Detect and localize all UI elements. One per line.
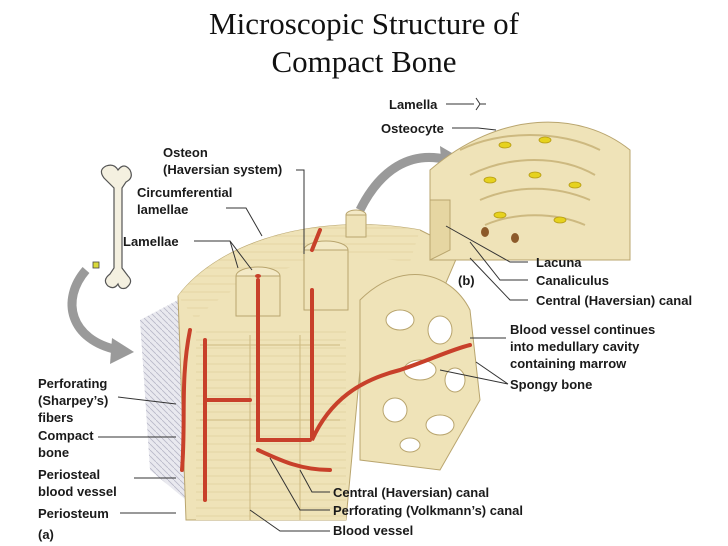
label-panel-b: (b) (458, 273, 475, 288)
label-periosteum: Periosteum (38, 506, 109, 521)
label-circumferential: Circumferential (137, 185, 233, 200)
label-lamella: Lamella (389, 97, 438, 112)
label-lamellae: Lamellae (123, 234, 179, 249)
zoom-arrow-left (67, 267, 134, 364)
label-perforating: Perforating (38, 376, 108, 391)
label-bone: bone (38, 445, 70, 460)
label-blood-vessel-continues: Blood vessel continues (510, 322, 656, 337)
label-containing-marrow: containing marrow (510, 356, 627, 371)
blood-vessels (180, 228, 472, 502)
label-lacuna: Lacuna (536, 255, 582, 270)
periosteum-fibers (140, 300, 186, 500)
label-into-medullary: into medullary cavity (510, 339, 640, 354)
label-central-canal-b: Central (Haversian) canal (536, 293, 693, 308)
label-periosteal: Periosteal (38, 467, 101, 482)
label-osteocyte: Osteocyte (381, 121, 444, 136)
label-spongy-bone: Spongy bone (510, 377, 593, 392)
long-bone-icon (92, 164, 132, 290)
label-haversian-system: (Haversian system) (163, 162, 283, 177)
title-line-1: Microscopic Structure of (209, 6, 519, 41)
label-blood-vessel: Blood vessel (333, 523, 414, 538)
osteon-magnified (429, 121, 631, 261)
spongy-bone (359, 274, 481, 471)
label-panel-a: (a) (38, 527, 54, 542)
label-central-canal-a: Central (Haversian) canal (333, 485, 490, 500)
label-osteon: Osteon (163, 145, 208, 160)
label-canaliculus: Canaliculus (536, 273, 609, 288)
leader-lines (98, 97, 528, 532)
label-volkmann-canal: Perforating (Volkmann’s) canal (333, 503, 523, 518)
label-periosteal-blood-vessel: blood vessel (38, 484, 117, 499)
title-line-2: Compact Bone (271, 44, 457, 79)
label-compact: Compact (38, 428, 94, 443)
label-sharpeys: (Sharpey’s) (38, 393, 109, 408)
label-circumferential-lamellae: lamellae (137, 202, 189, 217)
label-fibers: fibers (38, 410, 74, 425)
